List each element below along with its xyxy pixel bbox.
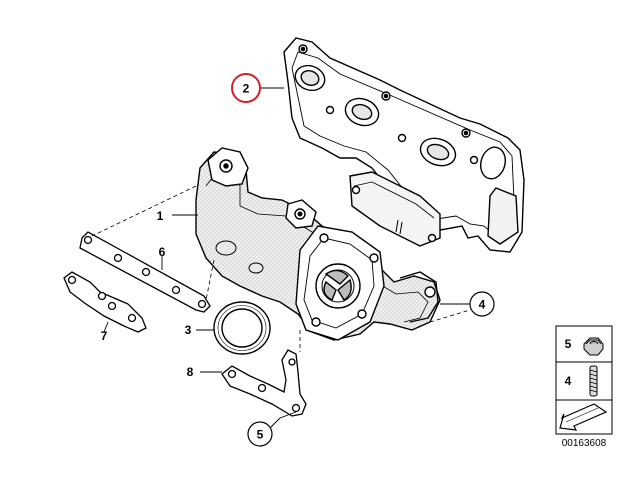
- gasket-plate-part: [283, 37, 525, 253]
- callout-4-label: 4: [479, 298, 486, 312]
- callout-2: 2: [231, 73, 261, 103]
- callout-5: 5: [247, 421, 273, 447]
- legend-stud-label: 4: [565, 374, 572, 388]
- callout-7-label: 7: [101, 329, 108, 343]
- hex-nut-icon: [583, 337, 604, 356]
- gasket-strip-part: [79, 231, 211, 313]
- reference-number: 00163608: [562, 438, 607, 449]
- callout-8-label: 8: [187, 365, 194, 379]
- callout-2-label: 2: [243, 82, 250, 96]
- dashed-alignment-lines: [91, 185, 471, 352]
- arrow-icon: [559, 403, 608, 431]
- leader-lines: [103, 87, 470, 433]
- callout-3-label: 3: [185, 323, 192, 337]
- callout-6-label: 6: [159, 245, 166, 259]
- gasket-strip-lower-part: [63, 271, 147, 333]
- bracket-part: [221, 349, 307, 417]
- callout-1-label: 1: [157, 209, 164, 223]
- hardware-legend: 5 4: [555, 325, 613, 435]
- ring-seal-part: [213, 301, 271, 355]
- legend-nut-label: 5: [565, 337, 572, 351]
- callout-4: 4: [469, 291, 495, 317]
- callout-5-label: 5: [257, 428, 264, 442]
- callout-2-highlight-circle: [231, 73, 261, 103]
- exhaust-manifold-part: [195, 147, 441, 341]
- stud-bolt-icon: [589, 365, 598, 397]
